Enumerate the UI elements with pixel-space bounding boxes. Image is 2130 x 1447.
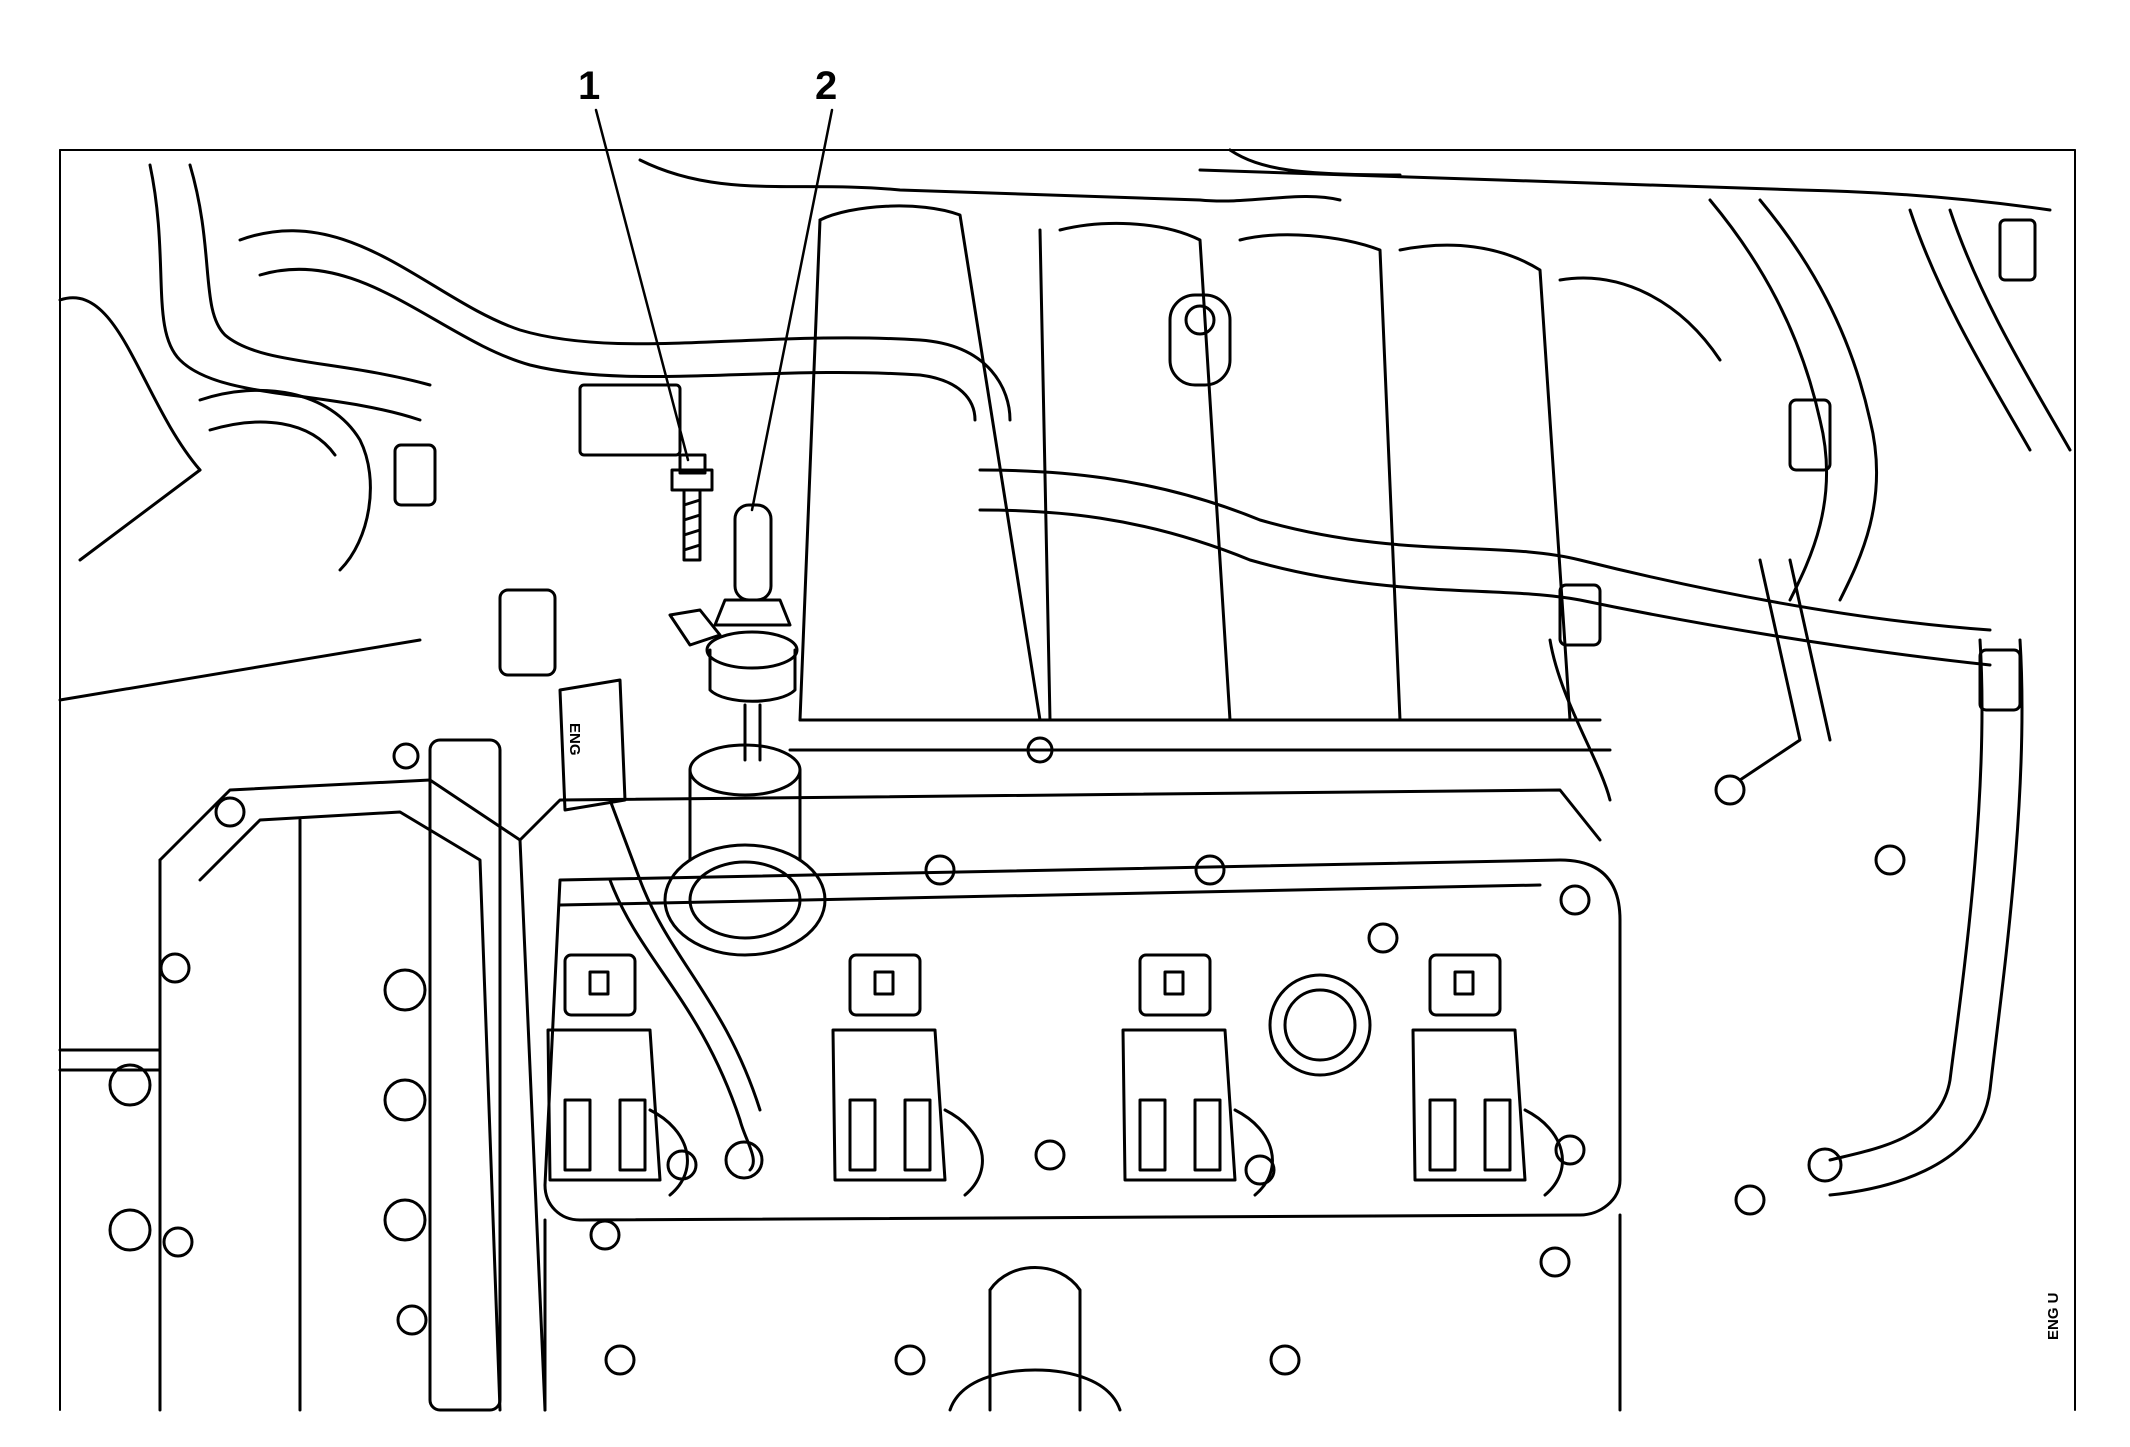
right-hoses (978, 198, 2072, 1197)
left-connectors (393, 383, 682, 882)
right-connectors (1548, 218, 2037, 802)
accessory-drive (58, 388, 422, 702)
oil-filler-port (608, 743, 827, 1172)
engraving-eng-left: ENG (566, 723, 583, 756)
bolt (670, 453, 714, 562)
valve-cover (518, 788, 1622, 1412)
ignition-coil-2 (831, 953, 984, 1197)
engraving-eng-right: ENG U (2045, 1292, 2062, 1340)
callout-leaders (594, 108, 834, 512)
ignition-coil-3 (1121, 953, 1274, 1197)
ignition-coil-4 (1411, 953, 1564, 1197)
callout-label-2: 2 (815, 64, 838, 108)
intake-manifold (788, 204, 1722, 752)
ignition-coils (546, 953, 1564, 1197)
ignition-coil-1 (546, 953, 689, 1197)
cover-bolts (108, 736, 1906, 1376)
upper-hoses (58, 148, 2052, 472)
callout-label-1: 1 (578, 64, 601, 108)
left-cover (58, 738, 547, 1412)
frame-lines (59, 149, 2076, 1411)
valve (668, 503, 799, 762)
